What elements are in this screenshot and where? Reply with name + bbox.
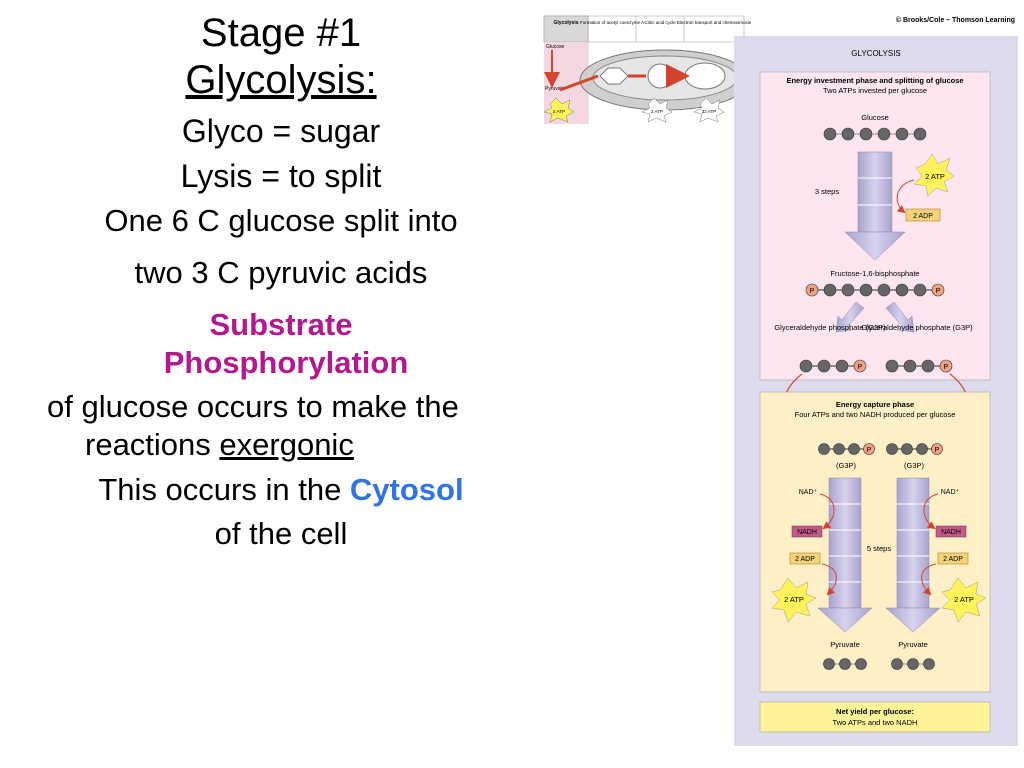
capture-g3p-left: P	[818, 443, 875, 455]
investment-atp: 2 ATP	[925, 172, 945, 181]
lysis-definition: Lysis = to split	[180, 158, 382, 195]
pyruvic-acids-line: two 3 C pyruvic acids	[134, 255, 428, 291]
tab-acetyl: Formation of acetyl coenzyme A	[580, 20, 644, 25]
capture-g3p-right-label: (G3P)	[904, 461, 925, 470]
glucose-split-line: One 6 C glucose split into	[104, 203, 458, 239]
fbp-p-right: P	[936, 288, 941, 295]
glucose-label: Glucose	[861, 113, 889, 122]
glycolysis-diagram: © Brooks/Cole – Thomson Learning Glycoly…	[543, 15, 1018, 746]
mini-glucose: Glucose	[546, 44, 565, 50]
tab-citric: Citric acid cycle	[644, 20, 676, 25]
capture-g3p-right: P	[886, 443, 943, 455]
fbp-p-left: P	[810, 288, 815, 295]
substrate-term: Substrate	[209, 307, 353, 343]
investment-adp: 2 ADP	[913, 213, 933, 220]
g3p-left-molecule: P	[799, 359, 867, 373]
atp-right: 2 ATP	[954, 595, 974, 604]
cell-line: of the cell	[214, 516, 348, 552]
capture-steps: 5 steps	[867, 544, 891, 553]
adp-left: 2 ADP	[795, 556, 815, 563]
cytosol-term: Cytosol	[349, 472, 464, 508]
net-yield-title: Net yield per glucose:	[836, 707, 914, 716]
g3p-left-label: Glyceraldehyde phosphate (G3P)	[774, 323, 886, 332]
mini-atp-b: 2 ATP	[651, 109, 663, 114]
g3p-right-p: P	[944, 364, 949, 371]
capture-p-left: P	[867, 447, 872, 454]
nad-left: NAD⁺	[799, 488, 818, 496]
net-yield-subtitle: Two ATPs and two NADH	[833, 718, 918, 727]
g3p-left-p: P	[858, 364, 863, 371]
fbp-label: Fructose-1,6-bisphosphate	[830, 269, 919, 278]
net-yield: Net yield per glucose: Two ATPs and two …	[759, 701, 991, 733]
capture-phase: Energy capture phase Four ATPs and two N…	[759, 391, 991, 693]
atp-left: 2 ATP	[784, 595, 804, 604]
capture-title: Energy capture phase	[836, 400, 914, 409]
pyruvate-left-molecule	[823, 658, 867, 670]
slide-text: Stage #1 Glycolysis: Glyco = sugar Lysis…	[40, 10, 522, 559]
pyruvate-right-label: Pyruvate	[898, 640, 928, 649]
capture-p-right: P	[935, 447, 940, 454]
mini-atp-c: 32 ATP	[702, 109, 716, 114]
mini-overview: Glycolysis Formation of acetyl coenzyme …	[543, 15, 752, 124]
glycolysis-figure: © Brooks/Cole – Thomson Learning Glycoly…	[540, 12, 1020, 747]
adp-right: 2 ADP	[943, 556, 963, 563]
nadh-right: NADH	[941, 529, 961, 536]
exergonic-lead: of glucose occurs to make the reactions	[47, 388, 459, 462]
g3p-right-label: Glyceraldehyde phosphate (G3P)	[861, 323, 973, 332]
panel-title: GLYCOLYSIS	[851, 49, 901, 58]
nad-right: NAD⁺	[941, 488, 960, 496]
slide-subtitle: Glycolysis:	[185, 58, 377, 103]
glyco-definition: Glyco = sugar	[181, 113, 381, 150]
tab-glycolysis: Glycolysis	[553, 20, 578, 26]
exergonic-statement: of glucose occurs to make the reactions …	[40, 388, 522, 464]
pyruvate-right-molecule	[891, 658, 935, 670]
capture-g3p-left-label: (G3P)	[836, 461, 857, 470]
nadh-left: NADH	[797, 529, 817, 536]
mini-pyruvate: Pyruvate	[545, 86, 565, 92]
phosphorylation-term: Phosphorylation	[163, 344, 409, 380]
investment-steps: 3 steps	[815, 187, 839, 196]
exergonic-term: exergonic	[219, 426, 354, 462]
tab-electron: Electron transport and chemiosmosis	[677, 20, 752, 25]
investment-phase: Energy investment phase and splitting of…	[759, 71, 991, 381]
mini-atp-a: 2 ATP	[553, 109, 565, 114]
cytosol-lead: This occurs in the	[98, 472, 350, 508]
slide-title: Stage #1	[200, 11, 362, 55]
fbp-molecule: P P	[805, 283, 945, 297]
investment-subtitle: Two ATPs invested per glucose	[823, 86, 927, 95]
g3p-right-molecule: P	[885, 359, 953, 373]
capture-subtitle-a: Four ATPs and two NADH produced per gluc…	[795, 410, 956, 419]
glucose-molecule	[823, 127, 927, 141]
cytosol-statement: This occurs in the Cytosol	[40, 471, 522, 509]
investment-title: Energy investment phase and splitting of…	[786, 76, 963, 85]
figure-credit: © Brooks/Cole – Thomson Learning	[896, 16, 1015, 24]
pyruvate-left-label: Pyruvate	[830, 640, 860, 649]
